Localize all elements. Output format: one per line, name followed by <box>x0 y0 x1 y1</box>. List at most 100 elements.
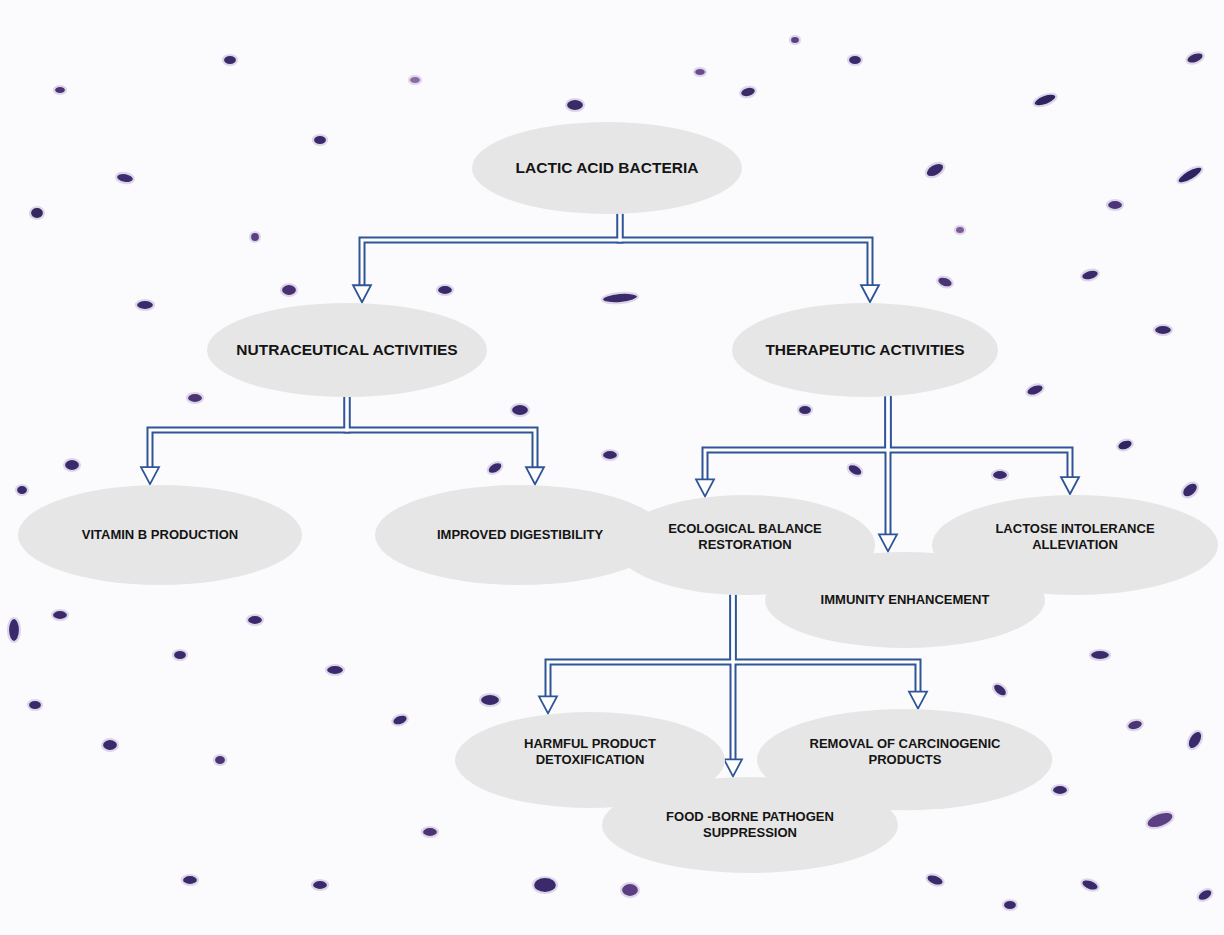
cell-dot <box>437 285 453 295</box>
cell-dot <box>694 68 706 76</box>
cell-dot <box>480 694 500 706</box>
arrow-head <box>539 696 557 713</box>
ellipse-fill <box>18 485 302 585</box>
node-label: IMPROVED DIGESTIBILITY <box>437 527 603 543</box>
ellipse-node: IMMUNITY ENHANCEMENT <box>765 552 1045 648</box>
cell-dot <box>409 76 421 84</box>
cell-dot <box>991 681 1010 699</box>
cell-dot <box>1126 718 1144 732</box>
hollow-arrow <box>879 396 897 551</box>
cell-dot <box>1196 887 1215 904</box>
cell-dot <box>846 462 865 479</box>
hollow-arrow <box>141 397 347 484</box>
cell-dot <box>8 618 20 642</box>
cell-dot <box>923 160 946 180</box>
cell-dot <box>848 55 862 65</box>
connector-core <box>887 396 890 536</box>
node-label: VITAMIN B PRODUCTION <box>82 527 238 543</box>
cell-dot <box>173 650 187 660</box>
cell-dot <box>136 300 154 310</box>
cell-dot <box>533 877 557 893</box>
hollow-arrow <box>696 396 888 496</box>
cell-dot <box>925 872 945 888</box>
cell-dot <box>1090 650 1110 660</box>
connector-cores <box>141 214 1079 777</box>
cell-dot <box>566 99 584 111</box>
ellipse-fill <box>472 122 742 214</box>
ellipse-node: FOOD -BORNE PATHOGEN SUPPRESSION <box>602 777 898 873</box>
cell-dot <box>102 739 118 751</box>
ellipse-node: THERAPEUTIC ACTIVITIES <box>732 303 998 397</box>
connector-outline <box>705 396 888 481</box>
hollow-arrow <box>353 214 620 302</box>
cell-dot <box>247 615 263 625</box>
hollow-arrow <box>347 397 544 484</box>
connector-outline <box>362 214 620 287</box>
ellipse-node: LACTIC ACID BACTERIA <box>472 122 742 214</box>
cell-dot <box>313 135 327 145</box>
node-label: ECOLOGICAL BALANCE RESTORATION <box>655 521 835 554</box>
arrow-head <box>526 467 544 484</box>
node-label: NUTRACEUTICAL ACTIVITIES <box>236 340 457 359</box>
node-label: THERAPEUTIC ACTIVITIES <box>765 340 964 359</box>
node-label: FOOD -BORNE PATHOGEN SUPPRESSION <box>648 809 853 842</box>
cell-dot <box>1003 900 1017 910</box>
cell-dot <box>214 755 226 765</box>
cell-dot <box>1154 325 1172 335</box>
cell-dot <box>1116 438 1134 453</box>
cell-dot <box>312 880 328 890</box>
connector-outline <box>620 214 870 287</box>
node-label: REMOVAL OF CARCINOGENIC PRODUCTS <box>792 736 1017 769</box>
arrow-head <box>879 534 897 551</box>
cell-dot <box>391 713 409 728</box>
connector-core <box>888 396 1070 479</box>
cell-dot <box>739 85 757 99</box>
cell-dot <box>798 405 812 415</box>
ellipse-fill <box>207 303 487 397</box>
cell-dot <box>30 207 44 219</box>
arrow-head <box>909 692 927 709</box>
cell-dot <box>1144 809 1175 832</box>
cell-dot <box>182 875 198 885</box>
cell-dot <box>790 36 800 44</box>
connector-core <box>362 214 620 287</box>
node-label: HARMFUL PRODUCT DETOXIFICATION <box>505 736 675 769</box>
connector-outlines <box>150 214 1070 762</box>
ellipse-node: NUTRACEUTICAL ACTIVITIES <box>207 303 487 397</box>
cell-dot <box>621 883 639 897</box>
connector-core <box>150 397 347 469</box>
hollow-arrow <box>888 396 1079 494</box>
cell-dot <box>1025 382 1045 398</box>
node-label: IMMUNITY ENHANCEMENT <box>821 592 990 608</box>
cell-dot <box>115 172 134 185</box>
cell-dot <box>1052 785 1068 795</box>
cell-dot <box>187 393 203 403</box>
connector-outline <box>885 396 892 536</box>
cell-dot <box>28 700 42 710</box>
cell-dot <box>602 450 618 460</box>
arrow-head <box>861 285 879 302</box>
cell-dot <box>1032 91 1058 109</box>
hollow-arrow <box>539 595 733 714</box>
cell-dot <box>422 827 438 837</box>
cell-dot <box>250 232 260 242</box>
ellipse-node: VITAMIN B PRODUCTION <box>18 485 302 585</box>
ellipse-fill <box>732 303 998 397</box>
cell-dot <box>1185 50 1205 66</box>
cell-dot <box>486 460 505 477</box>
hollow-arrow <box>620 214 879 302</box>
connector-core <box>705 396 888 481</box>
cell-dot <box>1175 164 1204 187</box>
node-label: LACTOSE INTOLERANCE ALLEVIATION <box>983 521 1168 554</box>
cell-dot <box>1179 480 1201 501</box>
cell-dot <box>1080 877 1100 893</box>
arrow-head <box>353 285 371 302</box>
arrow-head <box>1061 477 1079 494</box>
cell-dot <box>955 226 965 234</box>
cell-dot <box>1107 200 1123 210</box>
cell-dot <box>511 404 529 416</box>
cell-dot <box>602 291 639 304</box>
connector-outline <box>548 595 733 699</box>
connector-core <box>548 595 733 699</box>
ellipse-fill <box>765 552 1045 648</box>
